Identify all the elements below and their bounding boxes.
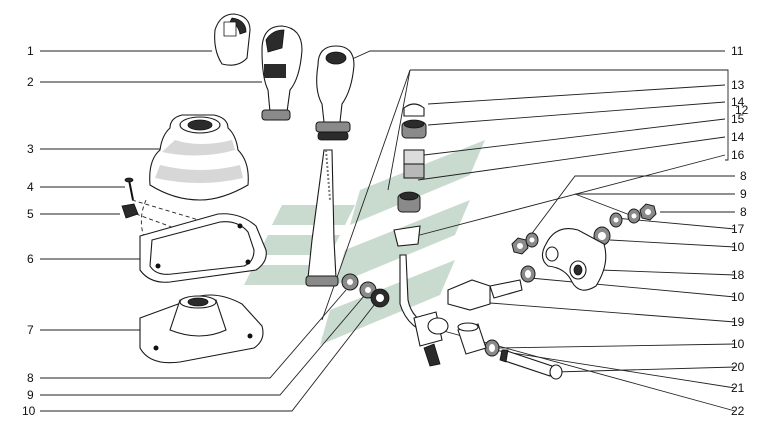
- watermark-logo: [244, 140, 485, 345]
- callout-14-b: 14: [731, 130, 745, 144]
- part-pivot-block: [541, 228, 607, 291]
- right-callouts: 11 13 14 15 14 16 12 8 9 8 17 10 18 10 1…: [731, 44, 749, 418]
- callout-12: 12: [735, 103, 749, 117]
- callout-8-right-b: 8: [740, 205, 747, 219]
- callout-18: 18: [731, 268, 745, 282]
- callout-13: 13: [731, 78, 745, 92]
- part-shift-knob: [315, 45, 355, 141]
- callout-6: 6: [27, 252, 34, 266]
- part-clip: [121, 203, 139, 219]
- callout-15: 15: [731, 112, 745, 126]
- part-pin: [499, 349, 563, 380]
- part-left-washers: [341, 273, 390, 308]
- callout-8-left: 8: [27, 371, 34, 385]
- callout-16: 16: [731, 148, 745, 162]
- callout-19: 19: [731, 315, 745, 329]
- callout-10-left: 10: [22, 404, 36, 418]
- callout-17: 17: [731, 222, 745, 236]
- callout-20: 20: [731, 360, 745, 374]
- callout-9-left: 9: [27, 388, 34, 402]
- callout-5: 5: [27, 207, 34, 221]
- callout-4: 4: [27, 180, 34, 194]
- part-shift-lever-shaft: [305, 149, 339, 287]
- part-right-nuts: [511, 203, 657, 255]
- callout-8-right-a: 8: [740, 169, 747, 183]
- callout-21: 21: [731, 381, 745, 395]
- part-rubber-boot: [149, 114, 249, 201]
- part-sleeve: [457, 322, 487, 355]
- part-bracket: [447, 279, 523, 311]
- callout-9-right: 9: [740, 187, 747, 201]
- callout-7: 7: [27, 323, 34, 337]
- part-knob-cap-clip: [214, 13, 251, 66]
- callout-10-right-b: 10: [731, 290, 745, 304]
- part-screw: [124, 177, 134, 201]
- part-base-plate: [139, 294, 264, 364]
- callout-22: 22: [731, 404, 745, 418]
- part-lever-stack: [393, 103, 427, 247]
- part-frame-bezel: [139, 213, 267, 283]
- part-shift-knob-open: [261, 25, 303, 121]
- left-leaders: [40, 50, 379, 412]
- callout-2: 2: [27, 75, 34, 89]
- callout-1: 1: [27, 44, 34, 58]
- callout-11: 11: [731, 44, 744, 58]
- right-leaders: [321, 50, 736, 412]
- callout-3: 3: [27, 142, 34, 156]
- callout-14-a: 14: [731, 95, 745, 109]
- callout-10-right-a: 10: [731, 240, 745, 254]
- callout-10-right-c: 10: [731, 337, 745, 351]
- left-callouts: 1 2 3 4 5 6 7 8 9 10: [22, 44, 36, 418]
- part-selector-rod: [399, 254, 449, 367]
